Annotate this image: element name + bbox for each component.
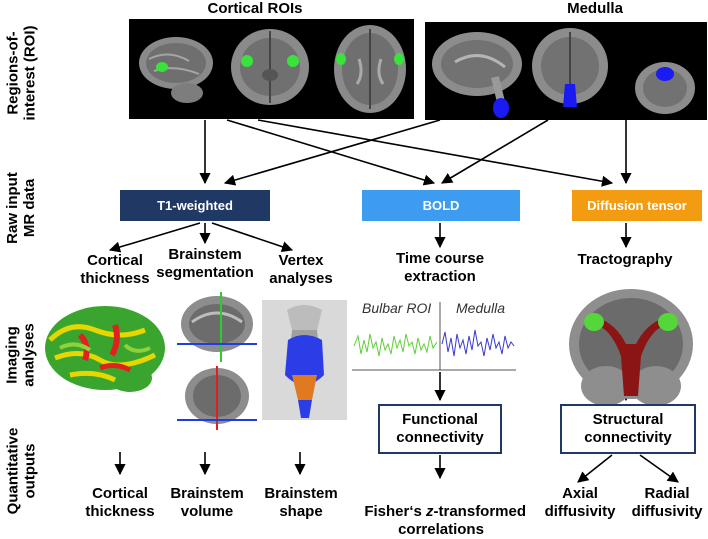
analysis-vertex-analyses: Vertex analyses [269,252,333,287]
analysis-tractography: Tractography [577,251,673,268]
timecourse-panel [352,296,516,372]
output-brainstem-shape: Brainstem shape [264,485,338,520]
fisher-label-pre: Fisher‘s [364,503,427,520]
output-radial-diffusivity: Radial diffusivity [631,485,703,520]
timecourse-medulla-label: Medulla [456,300,506,316]
output-axial-diffusivity: Axial diffusivity [544,485,616,520]
analysis-cortical-thickness: Cortical thickness [80,252,150,287]
cortical-roi-image [129,19,414,119]
input-t1-label: T1-weighted [157,198,233,213]
fisher-label-z: z [426,503,434,520]
flow-arrows [108,119,679,483]
input-diffusion-tensor: Diffusion tensor [572,190,702,221]
fisher-label-post: -transformed [433,503,527,520]
output-brainstem-volume: Brainstem volume [170,485,244,520]
input-bold-label: BOLD [422,198,460,213]
input-bold: BOLD [362,190,520,221]
input-dti-label: Diffusion tensor [587,198,687,213]
vertex-analyses-image [262,300,347,420]
structural-connectivity-box: Structural connectivity [560,404,696,454]
analysis-brainstem-segmentation: Brainstem segmentation [156,246,254,281]
medulla-roi-image [425,22,707,120]
cortical-thickness-map [40,300,170,400]
timecourse-bulbar-label: Bulbar ROI [362,300,432,316]
fisher-label-correlations: correlations [398,521,484,538]
output-cortical-thickness: Cortical thickness [85,485,155,520]
header-cortical-rois: Cortical ROIs [207,0,303,17]
tractography-image [566,286,696,416]
header-medulla: Medulla [567,0,623,17]
analysis-time-course-extraction: Time course extraction [395,250,485,285]
functional-connectivity-box: Functional connectivity [378,404,502,454]
input-t1-weighted: T1-weighted [120,190,270,221]
brainstem-segmentation-sagittal [177,292,257,362]
brainstem-segmentation-coronal [177,366,257,430]
